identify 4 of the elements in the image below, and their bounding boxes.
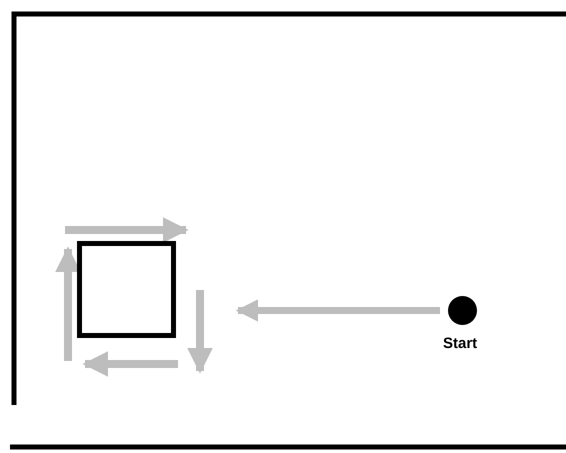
obstacle-square (77, 241, 176, 338)
arrow (236, 299, 440, 322)
start-label: Start (443, 335, 478, 352)
start-dot (448, 296, 477, 325)
